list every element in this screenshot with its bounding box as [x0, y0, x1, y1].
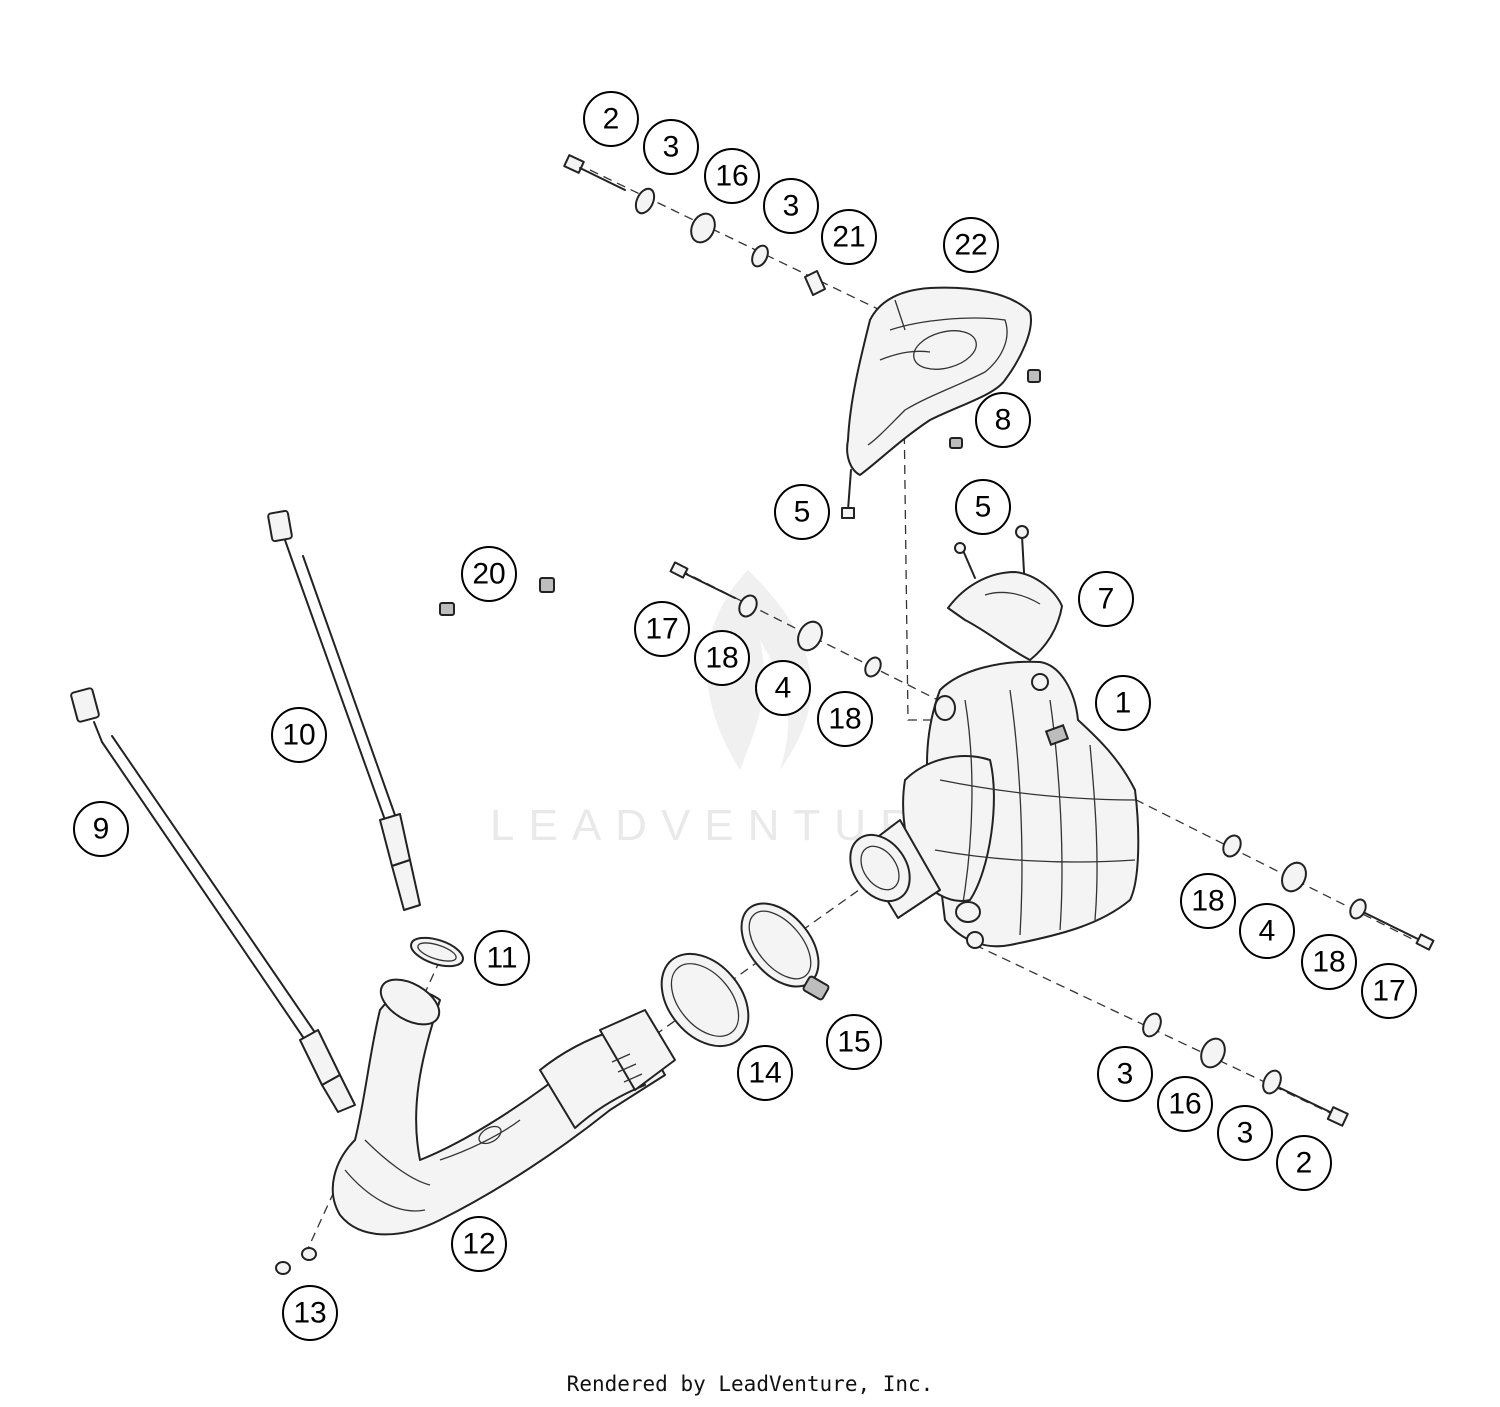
callout-number: 11	[486, 942, 517, 975]
nuts	[275, 1247, 317, 1275]
screws	[841, 469, 1029, 591]
callout-number: 16	[1168, 1088, 1201, 1121]
callout-number: 15	[837, 1026, 870, 1059]
lambda-sensor-upper	[267, 509, 421, 911]
sleeve	[660, 952, 750, 1048]
callout-number: 3	[783, 190, 800, 223]
callout-3b: 3	[763, 178, 819, 234]
callout-16b: 16	[1157, 1076, 1213, 1132]
callout-2b: 2	[1276, 1135, 1332, 1191]
lower-bolt-stack	[1142, 1012, 1349, 1127]
callout-number: 22	[954, 229, 987, 262]
callout-number: 8	[995, 404, 1012, 437]
callout-number: 5	[794, 496, 811, 529]
callout-number: 18	[1312, 946, 1345, 979]
callout-number: 4	[775, 672, 792, 705]
callout-number: 2	[603, 103, 620, 136]
clip-parts	[439, 369, 1041, 616]
callout-20: 20	[461, 546, 517, 602]
callout-number: 17	[1372, 975, 1405, 1008]
footer-credit: Rendered by LeadVenture, Inc.	[566, 1372, 934, 1396]
callout-21: 21	[821, 209, 877, 265]
bracket	[947, 571, 1063, 661]
callout-number: 3	[1237, 1117, 1254, 1150]
upper-bolt-stack	[563, 154, 826, 296]
callout-number: 18	[705, 642, 738, 675]
lambda-sensor-lower	[70, 687, 356, 1113]
callout-10: 10	[271, 707, 327, 763]
callout-9: 9	[73, 801, 129, 857]
callout-17b: 17	[1361, 963, 1417, 1019]
callout-number: 2	[1296, 1147, 1313, 1180]
callout-number: 10	[282, 719, 315, 752]
middle-bolt-stack-left	[669, 561, 882, 678]
exploded-parts-diagram: LEADVENTURE	[70, 91, 1435, 1341]
callout-7: 7	[1078, 571, 1134, 627]
callout-3c: 3	[1097, 1046, 1153, 1102]
middle-bolt-stack-right	[1222, 834, 1435, 951]
callout-4b: 4	[1239, 903, 1295, 959]
callout-number: 14	[748, 1057, 781, 1090]
callout-18a: 18	[694, 630, 750, 686]
callout-12: 12	[451, 1216, 507, 1272]
callout-13: 13	[282, 1285, 338, 1341]
callout-number: 20	[472, 558, 505, 591]
callout-1: 1	[1095, 675, 1151, 731]
callout-5a: 5	[774, 484, 830, 540]
callout-number: 13	[293, 1297, 326, 1330]
callout-number: 7	[1098, 583, 1115, 616]
callout-18d: 18	[1301, 934, 1357, 990]
watermark: LEADVENTURE	[490, 570, 955, 850]
callout-number: 21	[832, 221, 865, 254]
callout-15: 15	[826, 1014, 882, 1070]
callout-number: 3	[663, 131, 680, 164]
callout-number: 9	[93, 813, 110, 846]
callout-3d: 3	[1217, 1105, 1273, 1161]
silencer-inlet-pipe	[849, 819, 941, 919]
callout-number: 12	[462, 1228, 495, 1261]
callout-number: 1	[1115, 687, 1132, 720]
callout-number: 17	[645, 613, 678, 646]
callout-number: 3	[1117, 1058, 1134, 1091]
header-pipe	[331, 978, 676, 1236]
heat-shield	[846, 286, 1032, 476]
o-ring	[410, 936, 464, 968]
callout-4a: 4	[755, 660, 811, 716]
callout-number: 4	[1259, 915, 1276, 948]
callout-22: 22	[943, 217, 999, 273]
callout-number: 16	[715, 160, 748, 193]
callout-18c: 18	[1180, 873, 1236, 929]
callout-number: 18	[1191, 885, 1224, 918]
callout-11: 11	[474, 930, 530, 986]
callout-2a: 2	[583, 91, 639, 147]
callout-number: 18	[828, 703, 861, 736]
callout-18b: 18	[817, 691, 873, 747]
callout-17a: 17	[634, 601, 690, 657]
callout-number: 5	[975, 491, 992, 524]
callout-8: 8	[975, 392, 1031, 448]
callout-3a: 3	[643, 119, 699, 175]
clamp	[740, 902, 830, 1001]
callout-5b: 5	[955, 479, 1011, 535]
callout-14: 14	[737, 1045, 793, 1101]
callout-16a: 16	[704, 148, 760, 204]
